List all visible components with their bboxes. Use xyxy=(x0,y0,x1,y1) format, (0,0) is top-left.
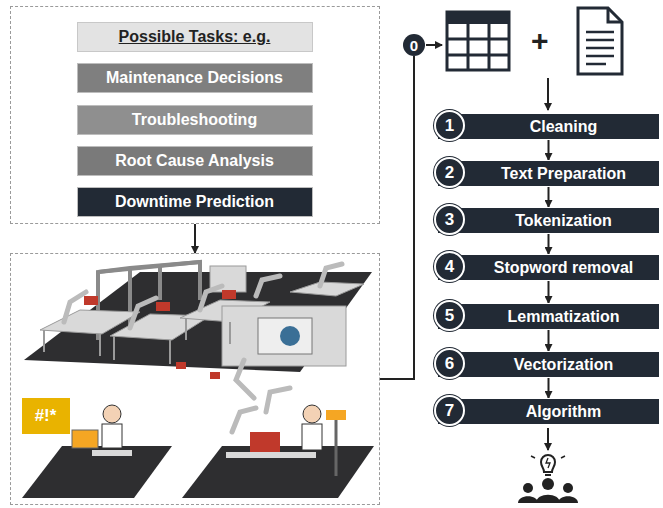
flow-arrow xyxy=(547,428,549,450)
machine xyxy=(258,318,312,354)
table-legs xyxy=(44,318,230,364)
node-label: Stopword removal xyxy=(494,259,634,277)
process-step: 3 Tokenization xyxy=(437,207,660,234)
connector xyxy=(380,56,414,379)
connector xyxy=(548,281,550,303)
step-number: 5 xyxy=(434,300,465,331)
connector xyxy=(548,140,550,160)
task-panel: Possible Tasks: e.g. Maintenance Decision… xyxy=(10,6,380,224)
process-step: 1 Cleaning xyxy=(437,113,660,140)
node-label: 0 xyxy=(410,37,418,54)
robot-arms xyxy=(64,264,342,412)
factory-floor xyxy=(22,272,374,498)
task-box: Downtime Prediction xyxy=(77,187,313,217)
connector xyxy=(548,187,550,207)
node-label: Algorithm xyxy=(526,403,602,421)
node-label: Root Cause Analysis xyxy=(115,152,274,170)
task-box: Troubleshooting xyxy=(77,105,313,135)
flow-arrow xyxy=(547,78,549,110)
step-circle: 0 xyxy=(403,34,425,56)
factory-panel: #!* xyxy=(10,253,380,505)
task-box: Root Cause Analysis xyxy=(77,146,313,176)
step-number: 1 xyxy=(434,110,465,141)
flow-arrow xyxy=(426,44,442,46)
step-number: 6 xyxy=(434,348,465,379)
process-step: 5 Lemmatization xyxy=(437,303,660,330)
node-label: Text Preparation xyxy=(501,165,626,183)
work-tables xyxy=(40,266,364,366)
step-number: 4 xyxy=(434,251,465,282)
step-number: 3 xyxy=(434,204,465,235)
connector xyxy=(548,330,550,351)
document-icon xyxy=(578,8,622,74)
team-icon xyxy=(518,447,578,503)
heading-box: Possible Tasks: e.g. xyxy=(77,22,313,52)
plus-sign: + xyxy=(531,24,549,58)
workers xyxy=(72,405,346,476)
node-label: Cleaning xyxy=(530,118,598,136)
node-label: Downtime Prediction xyxy=(115,193,274,211)
node-label: Lemmatization xyxy=(507,308,619,326)
process-step: 2 Text Preparation xyxy=(437,160,660,187)
machine-part xyxy=(280,326,300,346)
node-label: Troubleshooting xyxy=(132,111,257,129)
process-step: 6 Vectorization xyxy=(437,351,660,378)
step-number: 2 xyxy=(434,157,465,188)
process-step: 4 Stopword removal xyxy=(437,254,660,281)
node-label: Possible Tasks: e.g. xyxy=(119,28,271,46)
process-step: 7 Algorithm xyxy=(437,398,660,425)
connector xyxy=(548,234,550,254)
note-box: #!* xyxy=(22,398,70,434)
task-box: Maintenance Decisions xyxy=(77,63,313,93)
connector xyxy=(548,378,550,398)
step-number: 7 xyxy=(434,395,465,426)
node-label: Tokenization xyxy=(515,212,612,230)
table-icon xyxy=(447,12,509,70)
node-label: Vectorization xyxy=(514,356,614,374)
node-label: #!* xyxy=(35,406,57,426)
node-label: Maintenance Decisions xyxy=(106,69,283,87)
parts xyxy=(84,290,236,379)
connector xyxy=(194,224,196,253)
